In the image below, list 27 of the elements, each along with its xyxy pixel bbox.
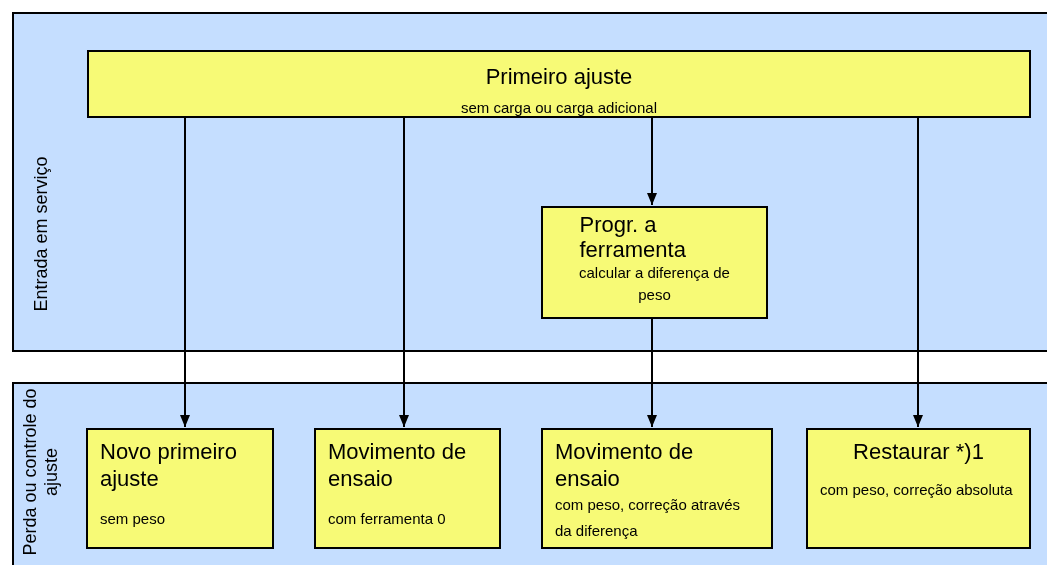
box-title: Progr. a ferramenta [579, 212, 687, 262]
lane-label: Entrada em serviço [30, 155, 52, 314]
arrow [399, 116, 409, 428]
process-box [314, 428, 501, 549]
box-note: sem peso [100, 509, 166, 529]
arrow [180, 116, 190, 428]
process-box [541, 206, 768, 319]
process-box [541, 428, 773, 549]
box-note: com peso, correção absoluta [820, 480, 1014, 500]
box-title: Novo primeiro ajuste [100, 438, 238, 492]
swimlane-band [12, 12, 1047, 352]
box-title: Movimento de ensaio [555, 438, 695, 492]
arrow [647, 317, 657, 428]
box-note: com peso, correção através da diferença [555, 495, 742, 541]
box-title: Restaurar *)1 [853, 438, 984, 465]
box-title: Primeiro ajuste [485, 63, 633, 91]
process-box [86, 428, 274, 549]
box-note: calcular a diferença de peso [578, 263, 731, 305]
lane-label: Perda ou controle do ajuste [20, 388, 62, 556]
process-box [87, 50, 1031, 118]
process-box [806, 428, 1031, 549]
box-note: com ferramenta 0 [328, 509, 446, 529]
box-note: sem carga ou carga adicional [461, 98, 657, 118]
arrow [647, 116, 657, 206]
arrow [913, 116, 923, 428]
box-title: Movimento de ensaio [328, 438, 468, 492]
swimlane-band [12, 382, 1047, 565]
